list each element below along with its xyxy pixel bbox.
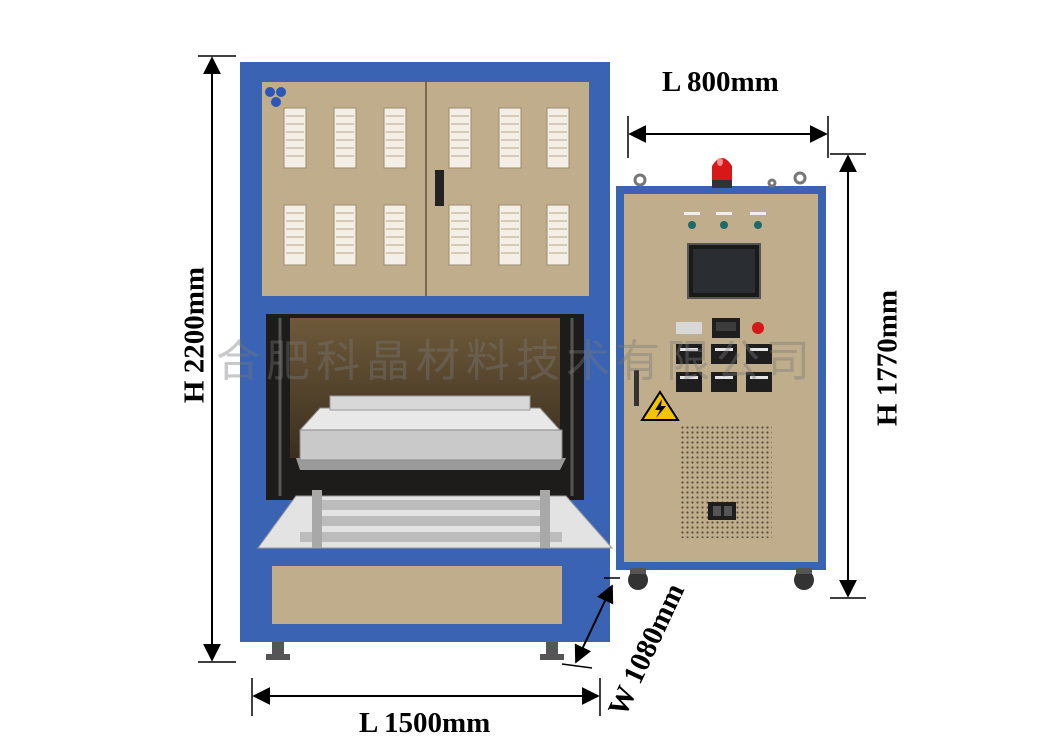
company-logo-icon — [265, 87, 286, 107]
door-handle — [435, 170, 444, 206]
cabinet-casters — [628, 568, 814, 590]
alarm-lamp-icon — [712, 158, 732, 188]
control-cabinet — [616, 158, 826, 590]
lower-panel — [272, 566, 562, 624]
company-watermark: 合肥科晶材料技术有限公司 — [216, 336, 816, 387]
furnace-height-label: H 2200mm — [178, 266, 211, 404]
crucible-tray — [296, 395, 566, 470]
indicator-lights — [684, 212, 766, 229]
lifting-eyes — [633, 171, 807, 188]
vent-slats — [286, 115, 567, 254]
cabinet-height-label: H 1770mm — [871, 289, 904, 427]
control-row — [676, 318, 764, 338]
high-voltage-warning-icon — [640, 390, 680, 421]
vent-mesh — [680, 424, 772, 538]
cabinet-handle — [634, 370, 639, 406]
dimension-lines — [198, 55, 866, 716]
furnace-feet — [266, 642, 564, 660]
upper-vents — [283, 107, 570, 266]
main-furnace — [240, 62, 614, 660]
door-platform — [257, 490, 614, 549]
cabinet-length-label: L 800mm — [662, 66, 779, 98]
furnace-length-label: L 1500mm — [359, 707, 491, 739]
meter-labels — [680, 348, 768, 379]
